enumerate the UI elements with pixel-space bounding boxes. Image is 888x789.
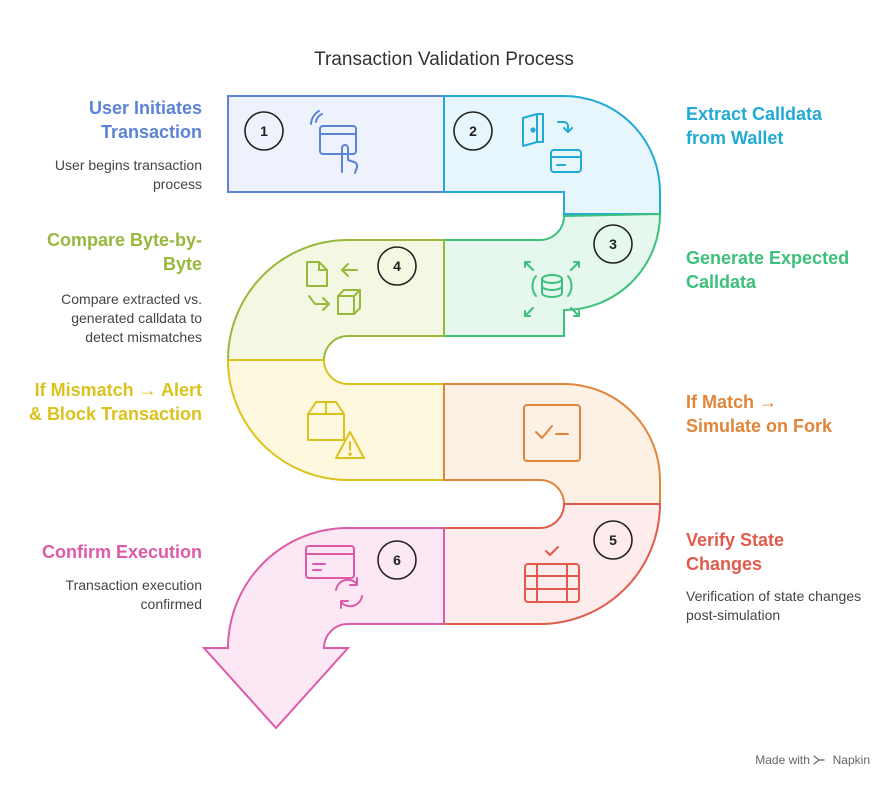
mismatch-heading: If Mismatch → Alert & Block Transaction [28,380,202,424]
badge-3: 3 [593,224,633,264]
match-heading: If Match → Simulate on Fork [686,392,833,436]
segment-mismatch [226,359,445,481]
card-refresh-icon [305,545,363,609]
segment-match [443,383,661,505]
badge-6: 6 [377,540,417,580]
database-expand-icon [524,261,580,317]
checkbox-icon [523,404,581,462]
segment-6-arrow [201,527,445,730]
segment-1 [227,95,445,193]
svg-text:2: 2 [469,123,477,139]
badge-1: 1 [244,111,284,151]
step-4-heading: Compare Byte-by-Byte [46,230,202,274]
badge-2: 2 [453,111,493,151]
step-6-description: Transaction execution confirmed [65,577,202,612]
footer-credit: Made with Napkin [700,753,870,767]
step-6-heading: Confirm Execution [41,542,202,562]
napkin-logo-icon [813,755,825,765]
table-check-icon [524,546,580,603]
wallet-card-icon [522,113,582,173]
svg-text:1: 1 [260,123,268,139]
svg-text:5: 5 [609,532,617,548]
step-1-description: User begins transaction process [54,157,202,192]
step-1-heading: User Initiates Transaction [88,98,202,142]
segment-4 [226,239,445,361]
step-2-heading: Extract Calldata from Wallet [686,104,823,148]
step-3-heading: Generate Expected Calldata [686,248,850,292]
footer-brand: Napkin [832,753,870,767]
badge-5: 5 [593,520,633,560]
step-5-heading: Verify State Changes [686,530,785,574]
hand-tap-card-icon [310,110,359,174]
page-title: Transaction Validation Process [314,49,574,70]
footer-made-with: Made with [755,753,810,767]
file-box-exchange-icon [306,261,361,315]
box-warning-icon [307,401,365,459]
svg-text:4: 4 [393,258,401,274]
step-4-description: Compare extracted vs. generated calldata… [61,291,202,345]
svg-text:3: 3 [609,236,617,252]
badge-4: 4 [377,246,417,286]
svg-text:6: 6 [393,552,401,568]
step-5-description: Verification of state changes post-simul… [686,588,862,623]
